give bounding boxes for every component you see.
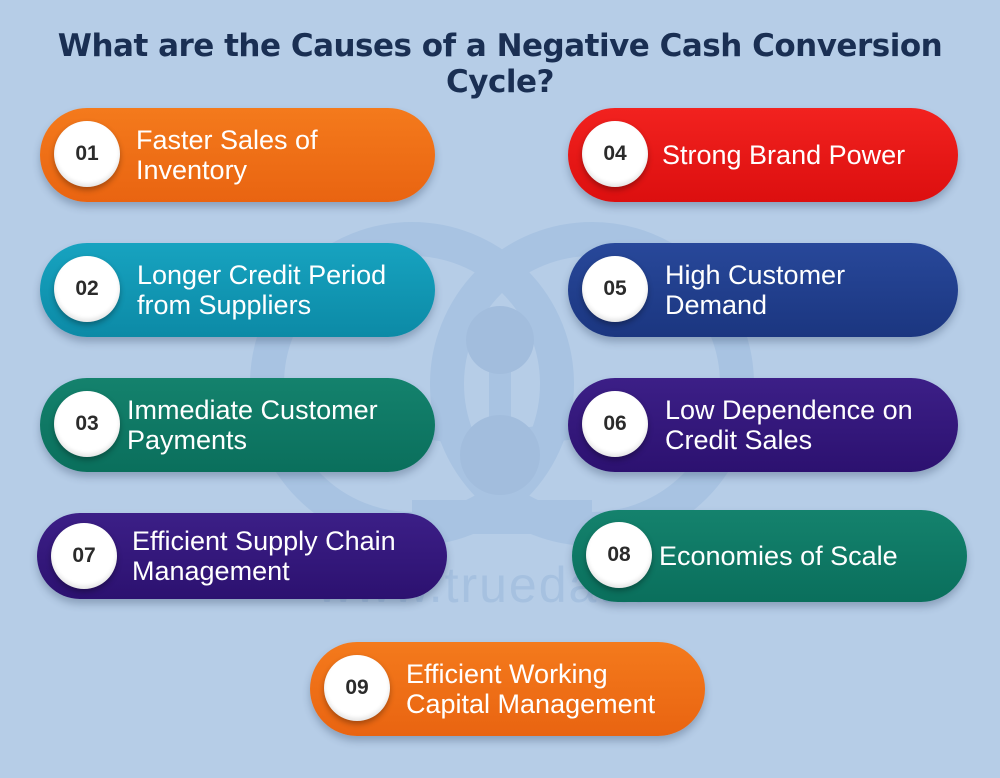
cause-label: Economies of Scale bbox=[659, 541, 898, 571]
number-badge: 04 bbox=[582, 121, 648, 187]
cause-item-06: 06 Low Dependence on Credit Sales bbox=[568, 378, 958, 472]
cause-item-02: 02 Longer Credit Period from Suppliers bbox=[40, 243, 435, 337]
number-badge: 07 bbox=[51, 523, 117, 589]
cause-item-08: 08 Economies of Scale bbox=[572, 510, 967, 602]
cause-item-03: 03 Immediate Customer Payments bbox=[40, 378, 435, 472]
cause-label: Immediate Customer Payments bbox=[127, 395, 378, 455]
number-badge: 03 bbox=[54, 391, 120, 457]
cause-label: Low Dependence on Credit Sales bbox=[665, 395, 913, 455]
number-badge: 02 bbox=[54, 256, 120, 322]
cause-item-07: 07 Efficient Supply Chain Management bbox=[37, 513, 447, 599]
cause-label: Strong Brand Power bbox=[662, 140, 906, 170]
cause-item-01: 01 Faster Sales of Inventory bbox=[40, 108, 435, 202]
number-badge: 08 bbox=[586, 522, 652, 588]
cause-label: Efficient Working Capital Management bbox=[406, 659, 656, 719]
number-badge: 05 bbox=[582, 256, 648, 322]
number-badge: 01 bbox=[54, 121, 120, 187]
cause-item-05: 05 High Customer Demand bbox=[568, 243, 958, 337]
page-title: What are the Causes of a Negative Cash C… bbox=[57, 28, 943, 100]
number-badge: 06 bbox=[582, 391, 648, 457]
cause-label: Faster Sales of Inventory bbox=[136, 125, 318, 185]
number-badge: 09 bbox=[324, 655, 390, 721]
cause-label: Longer Credit Period from Suppliers bbox=[137, 260, 387, 320]
cause-label: High Customer Demand bbox=[665, 260, 846, 320]
cause-item-09: 09 Efficient Working Capital Management bbox=[310, 642, 705, 736]
cause-label: Efficient Supply Chain Management bbox=[132, 526, 396, 586]
cause-item-04: 04 Strong Brand Power bbox=[568, 108, 958, 202]
